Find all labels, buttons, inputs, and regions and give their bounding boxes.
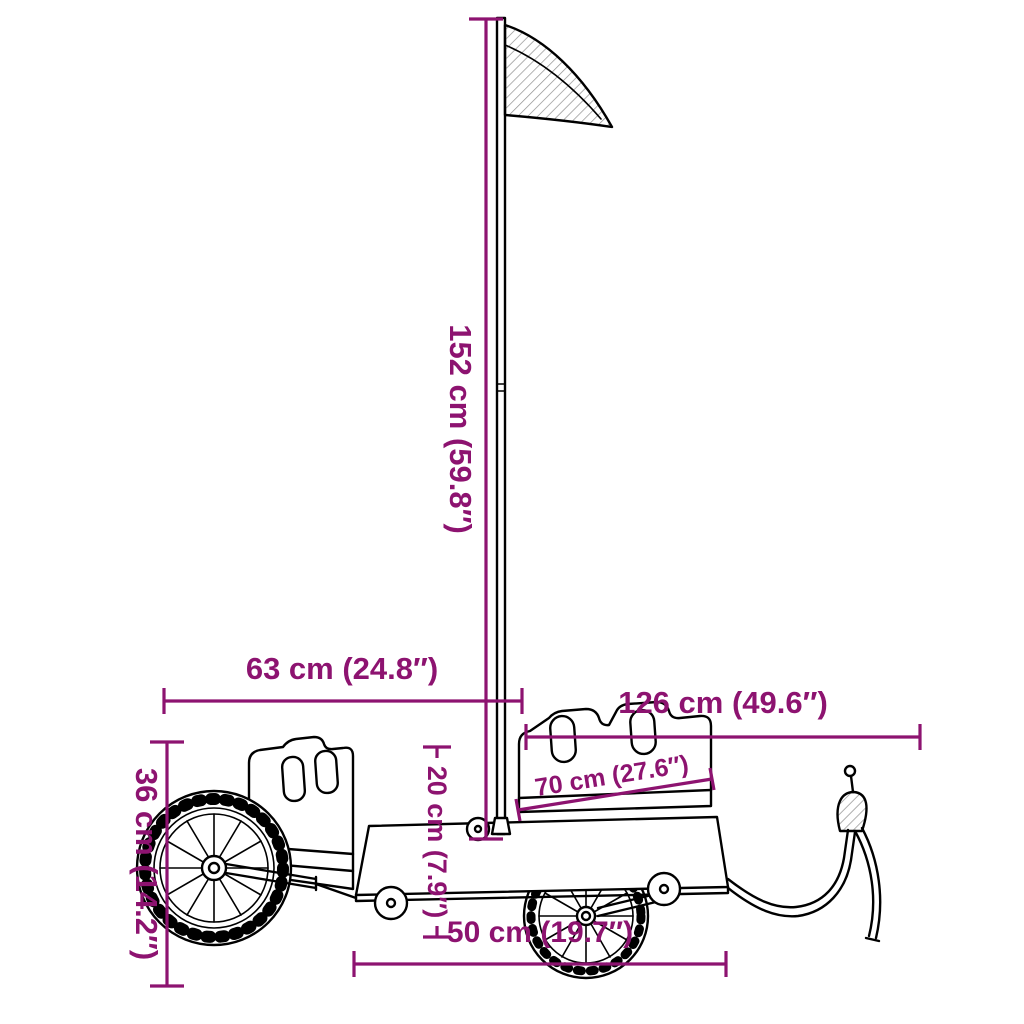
dimension-wall-height: 20 cm (7.9″) [422,745,452,939]
cargo-bed [354,815,730,903]
back-wall-slot-2 [629,708,657,756]
dim-line [517,777,713,812]
dimension-pole-height: 152 cm (59.8″) [443,17,503,841]
left-wheel-hub-center [207,861,221,875]
dimension-bed-length: 50 cm (19.7″) [352,916,728,977]
wall-height-label: 20 cm (7.9″) [422,766,452,919]
pole-shaft [495,16,507,836]
hitch-tube-bottom [726,830,857,918]
right-roller-hub [658,883,670,895]
bed-length-label: 50 cm (19.7″) [447,916,633,949]
safety-flag [503,23,614,129]
dim-cap [708,767,716,791]
back-wall-panel [517,700,713,814]
front-rollers [373,871,682,921]
right-roller [646,871,682,907]
rear-length-label: 126 cm (49.6″) [618,685,828,720]
wheel-height-label: 36 cm (14.2″) [129,768,164,960]
pole-height-label: 152 cm (59.8″) [443,324,478,534]
hitch-arm [726,764,882,943]
left-wheel-spokes [159,813,269,923]
pole-mount-knob-center [473,824,483,834]
left-wall-slot-2 [314,749,339,795]
hitch-pin-ball [843,764,857,778]
hitch-tube-top [726,828,850,909]
bed-surface [354,815,730,897]
right-wheel-hub-center [580,910,592,922]
left-axle-lines [224,862,358,900]
left-wall-slot-1 [280,755,307,803]
hitch-stand [853,826,882,943]
dimension-front-width: 63 cm (24.8″) [162,651,524,714]
flag-fold-line [504,44,602,120]
left-wheel-hub [200,854,228,882]
front-width-label: 63 cm (24.8″) [246,651,438,686]
left-tire-inner [153,807,275,929]
left-wheel [135,789,293,947]
left-roller [373,885,409,921]
right-wheel-hub [575,905,597,927]
left-axle-arm [224,862,358,900]
pole-bracket [490,816,512,836]
hitch-coupler [836,790,868,833]
hitch-pin [849,774,855,794]
flag-cloth [503,23,614,129]
dimension-wheel-height: 36 cm (14.2″) [129,740,184,988]
left-tire-tread [139,793,289,943]
left-roller-hub [385,897,397,909]
dimension-rear-length: 126 cm (49.6″) [524,685,922,750]
